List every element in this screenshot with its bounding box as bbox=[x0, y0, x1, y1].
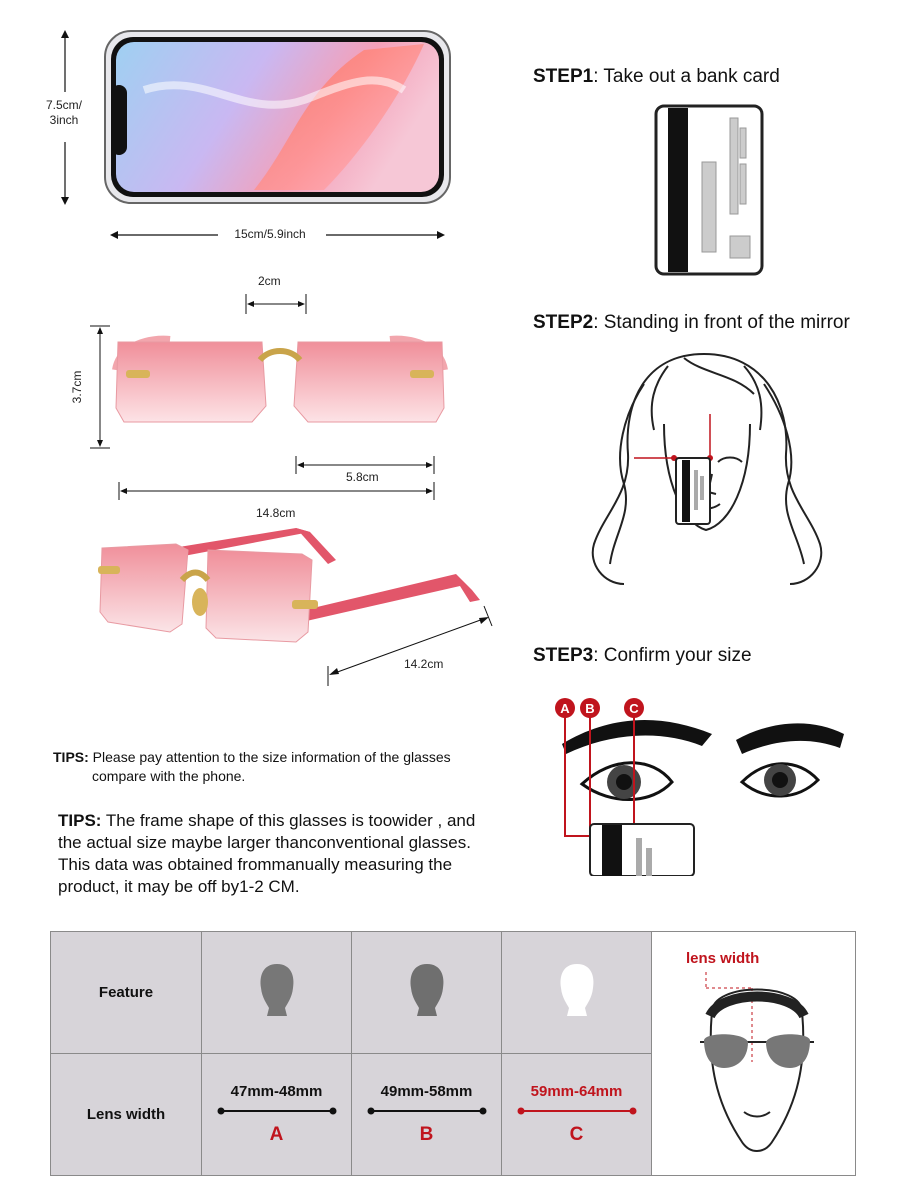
step1-heading: STEP1: Take out a bank card bbox=[533, 66, 780, 88]
phone-width-arrow bbox=[110, 231, 445, 239]
bridge-arrow bbox=[245, 294, 307, 314]
frame-width-label: 14.8cm bbox=[256, 506, 296, 520]
marker-a: A bbox=[560, 701, 570, 716]
face-silhouette-c bbox=[501, 931, 652, 1054]
letter-b: B bbox=[419, 1124, 434, 1145]
step1-label: STEP1 bbox=[533, 66, 594, 87]
face-glasses-illustration bbox=[700, 972, 814, 1152]
lens-width-label-cell: Lens width bbox=[50, 1053, 202, 1176]
phone-image bbox=[104, 30, 451, 204]
eyes-measure-image: A B C bbox=[555, 698, 844, 876]
range-line-b bbox=[367, 1107, 486, 1115]
tips-2-line2: the actual size maybe larger thanconvent… bbox=[58, 833, 471, 852]
head-silhouette-icon bbox=[410, 964, 443, 1016]
tips-2-line1: The frame shape of this glasses is toowi… bbox=[101, 811, 476, 830]
letter-a: A bbox=[269, 1124, 284, 1145]
temple-length-arrow bbox=[327, 605, 493, 686]
tips-2-line3: This data was obtained frommanually meas… bbox=[58, 855, 453, 874]
woman-mirror-image bbox=[591, 353, 823, 585]
phone-width-label: 15cm/5.9inch bbox=[234, 227, 306, 241]
tips-2-line4: product, it may be off by1-2 CM. bbox=[58, 877, 300, 896]
glasses-front-image bbox=[112, 335, 448, 423]
range-cell-b: 49mm-58mm B bbox=[351, 1053, 502, 1176]
phone-height-arrow bbox=[61, 30, 69, 205]
feature-label-cell: Feature bbox=[50, 931, 202, 1054]
tips-label-2: TIPS: bbox=[58, 811, 102, 830]
range-cell-a: 47mm-48mm A bbox=[201, 1053, 352, 1176]
glasses-angled-image bbox=[98, 528, 480, 643]
range-cell-c: 59mm-64mm C bbox=[501, 1053, 652, 1176]
marker-b: B bbox=[585, 701, 594, 716]
bridge-label: 2cm bbox=[258, 274, 281, 288]
range-c: 59mm-64mm bbox=[530, 1083, 623, 1100]
phone-height-label: 7.5cm/ 3inch bbox=[45, 98, 82, 127]
lens-height-arrow bbox=[90, 325, 110, 449]
step2-text: : Standing in front of the mirror bbox=[593, 312, 850, 333]
head-silhouette-icon bbox=[560, 964, 593, 1016]
lens-width-row-label: Lens width bbox=[86, 1105, 166, 1123]
lens-width-label: 5.8cm bbox=[346, 470, 379, 484]
step3-heading: STEP3: Confirm your size bbox=[533, 645, 752, 667]
tips-note-2: TIPS: The frame shape of this glasses is… bbox=[58, 810, 498, 898]
step3-text: : Confirm your size bbox=[593, 645, 752, 666]
step1-text: : Take out a bank card bbox=[593, 66, 780, 87]
tips-note-1: TIPS: Please pay attention to the size i… bbox=[53, 748, 503, 786]
range-line-c bbox=[517, 1107, 636, 1115]
step2-label: STEP2 bbox=[533, 312, 594, 333]
range-b: 49mm-58mm bbox=[380, 1083, 473, 1100]
tips-label-1: TIPS: bbox=[53, 749, 89, 765]
range-a: 47mm-48mm bbox=[230, 1083, 323, 1100]
size-table: Feature lens width bbox=[50, 931, 856, 1176]
tips-1-line2: compare with the phone. bbox=[92, 768, 246, 784]
temple-length-label: 14.2cm bbox=[404, 657, 444, 671]
lens-width-illustration-cell: lens width bbox=[651, 931, 856, 1176]
lens-width-arrow bbox=[295, 456, 435, 474]
face-silhouette-a bbox=[201, 931, 352, 1054]
feature-row: Feature lens width bbox=[50, 931, 856, 1176]
step2-heading: STEP2: Standing in front of the mirror bbox=[533, 312, 850, 334]
frame-width-arrow bbox=[118, 482, 435, 500]
step3-label: STEP3 bbox=[533, 645, 594, 666]
side-lens-width-label: lens width bbox=[686, 950, 760, 967]
feature-label: Feature bbox=[98, 983, 154, 1001]
tips-1-line1: Please pay attention to the size informa… bbox=[88, 749, 451, 765]
letter-c: C bbox=[569, 1124, 584, 1145]
range-line-a bbox=[217, 1107, 336, 1115]
bank-card-image bbox=[654, 104, 764, 276]
head-silhouette-icon bbox=[260, 964, 293, 1016]
lens-width-row: Lens width 47mm-48mm A 49mm-58mm B 59mm-… bbox=[50, 1053, 856, 1176]
marker-c: C bbox=[629, 701, 639, 716]
lens-height-label: 3.7cm bbox=[70, 370, 84, 404]
face-silhouette-b bbox=[351, 931, 502, 1054]
